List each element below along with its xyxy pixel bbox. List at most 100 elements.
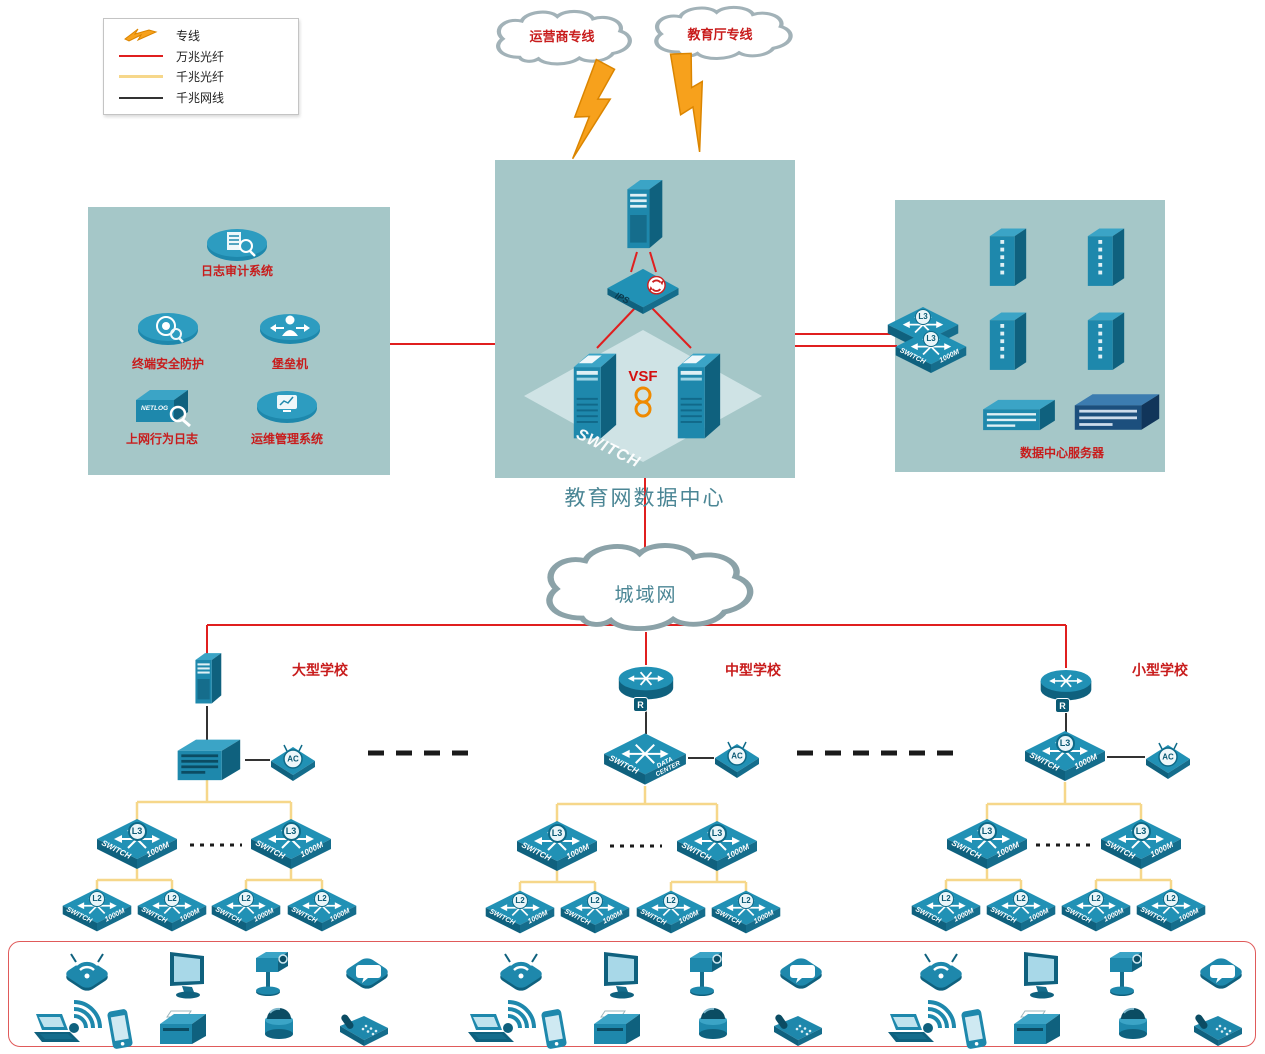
legend-label: 千兆光纤 bbox=[176, 70, 225, 85]
server-zone-title: 数据中心服务器 bbox=[1019, 446, 1105, 460]
datacenter-title: 教育网数据中心 bbox=[564, 487, 726, 510]
smartphone-icon bbox=[538, 1006, 570, 1052]
server-zone-switch-upper: L3 bbox=[886, 304, 960, 354]
log-audit-label: 日志审计系统 bbox=[200, 264, 274, 278]
lightning-bolt-education bbox=[663, 47, 722, 155]
bastion-host-icon bbox=[258, 310, 322, 348]
legend-row-dedicated: 专线 bbox=[118, 27, 284, 44]
l2-badge: L2 bbox=[1163, 891, 1179, 907]
net-behavior-log-label: 上网行为日志 bbox=[125, 432, 199, 446]
rack-server-icon bbox=[986, 226, 1030, 298]
dome-camera-icon bbox=[256, 1000, 302, 1048]
l3-badge: L3 bbox=[923, 331, 939, 347]
chat-icon bbox=[340, 952, 394, 994]
l2-badge: L2 bbox=[314, 891, 330, 907]
l3-badge: L3 bbox=[547, 824, 567, 843]
dome-camera-icon bbox=[1110, 1000, 1156, 1048]
vsf-diamond bbox=[524, 330, 762, 462]
smartphone-icon bbox=[104, 1006, 136, 1052]
red-line-swatch bbox=[118, 55, 164, 58]
pc-monitor-icon bbox=[1014, 950, 1070, 1000]
terminal-security-label: 终端安全防护 bbox=[131, 357, 205, 371]
vsf-link-icon bbox=[634, 386, 652, 418]
router-badge: R bbox=[1055, 698, 1070, 713]
router-icon: R bbox=[1039, 665, 1093, 713]
large-school-server-icon bbox=[190, 650, 224, 708]
l3-badge: L3 bbox=[281, 822, 301, 841]
ips-device-icon: IPS bbox=[605, 266, 681, 314]
legend-row-10g: 万兆光纤 bbox=[118, 48, 284, 65]
wireless-controller-icon: AC bbox=[269, 743, 317, 783]
carrier-cloud-label: 运营商专线 bbox=[529, 29, 595, 44]
l2-badge: L2 bbox=[89, 891, 105, 907]
fiber-10g-lines bbox=[206, 251, 1067, 668]
smartphone-icon bbox=[958, 1006, 990, 1052]
printer-icon bbox=[154, 1006, 210, 1048]
server-zone-switch-lower: L3 SWITCH 1000M bbox=[894, 326, 968, 376]
legend-label: 专线 bbox=[176, 28, 201, 43]
l3-badge: L3 bbox=[707, 824, 727, 843]
legend-label: 千兆网线 bbox=[176, 91, 225, 106]
printer-icon bbox=[588, 1006, 644, 1048]
wireless-controller-icon: AC bbox=[1144, 741, 1192, 781]
vsf-label: VSF bbox=[628, 368, 658, 385]
man-cloud-label: 城域网 bbox=[614, 585, 678, 606]
pc-monitor-icon bbox=[160, 950, 216, 1000]
chat-icon bbox=[1194, 952, 1248, 994]
rack-server-icon bbox=[1084, 310, 1128, 382]
legend-label: 万兆光纤 bbox=[176, 49, 225, 64]
laptop-icon bbox=[460, 1012, 518, 1050]
lightning-bolt-carrier bbox=[564, 57, 620, 165]
netlog-label: NETLOG bbox=[141, 405, 169, 412]
log-audit-icon bbox=[205, 224, 269, 264]
ac-badge: AC bbox=[731, 751, 743, 761]
router-badge: R bbox=[633, 697, 648, 712]
laptop-icon bbox=[880, 1012, 938, 1050]
desk-phone-icon bbox=[768, 1008, 826, 1050]
l3-badge: L3 bbox=[1055, 734, 1075, 753]
core-switch-a-icon bbox=[568, 346, 620, 444]
core-switch-b-icon bbox=[672, 346, 724, 444]
rack-unit-icon bbox=[980, 398, 1058, 432]
laptop-icon bbox=[26, 1012, 84, 1050]
rack-server-icon bbox=[1084, 226, 1128, 298]
l2-badge: L2 bbox=[938, 891, 954, 907]
ptz-camera-icon bbox=[1104, 946, 1154, 1002]
large-school-label: 大型学校 bbox=[292, 662, 348, 678]
l2-badge: L2 bbox=[587, 893, 603, 909]
printer-icon bbox=[1008, 1006, 1064, 1048]
netlog-icon: NETLOG bbox=[128, 386, 196, 428]
chat-icon bbox=[774, 952, 828, 994]
wireless-controller-icon: AC bbox=[713, 740, 761, 780]
legend: 专线 万兆光纤 千兆光纤 千兆网线 bbox=[103, 18, 299, 115]
l2-badge: L2 bbox=[164, 891, 180, 907]
medium-school-label: 中型学校 bbox=[725, 662, 781, 678]
ptz-camera-icon bbox=[684, 946, 734, 1002]
ac-badge: AC bbox=[287, 754, 299, 764]
ops-mgmt-label: 运维管理系统 bbox=[250, 432, 324, 446]
l2-badge: L2 bbox=[738, 893, 754, 909]
large-school-firewall-icon bbox=[171, 736, 245, 782]
dome-camera-icon bbox=[690, 1000, 736, 1048]
router-icon: R bbox=[617, 662, 675, 712]
rack-server-icon bbox=[986, 310, 1030, 382]
legend-row-1g-cable: 千兆网线 bbox=[118, 89, 284, 106]
l3-badge: L3 bbox=[977, 822, 997, 841]
l2-badge: L2 bbox=[238, 891, 254, 907]
core-firewall-icon bbox=[620, 176, 666, 254]
